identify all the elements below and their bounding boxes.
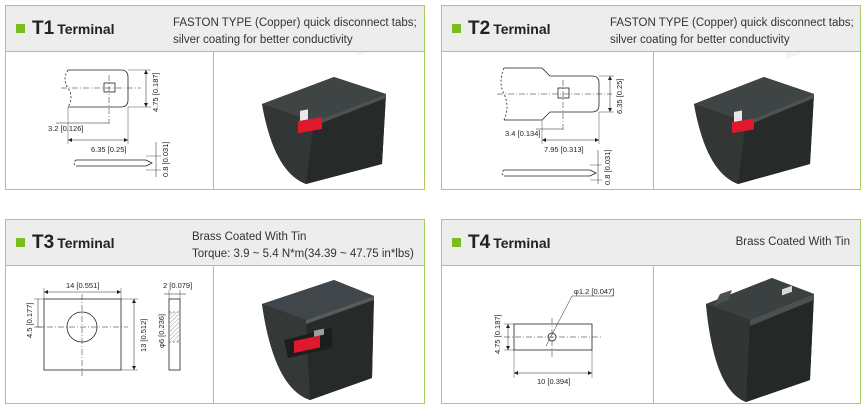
t2-dimension-drawing: 3.4 [0.134] 7.95 [0.313] 6.35 [0.25] 0.8…	[497, 67, 624, 185]
dim-tab-offset: 3.4 [0.134]	[505, 129, 540, 138]
dim-plate-width: 14 [0.551]	[66, 281, 99, 290]
bullet-square-icon	[16, 238, 25, 247]
dim-tab-height: 4.75 [0.187]	[151, 72, 160, 112]
column-divider	[213, 52, 214, 189]
dim-tab-offset: 3.2 [0.126]	[48, 124, 83, 133]
terminal-code: T1	[32, 18, 55, 39]
battery-render-t4	[706, 278, 814, 402]
t3-dimension-drawing: 14 [0.551] 4.5 [0.177] 13 [0.512] φ6 [0.…	[25, 281, 192, 376]
dim-hole-diameter: φ6 [0.236]	[157, 314, 166, 348]
description-line-1: FASTON TYPE (Copper) quick disconnect ta…	[610, 17, 854, 29]
terminal-label: Terminal	[493, 21, 551, 37]
terminal-description: Brass Coated With Tin	[736, 234, 850, 251]
terminal-description: FASTON TYPE (Copper) quick disconnect ta…	[610, 15, 854, 49]
description-line-2: silver coating for better conductivity	[173, 34, 353, 46]
dim-tab-width: 7.95 [0.313]	[544, 145, 584, 154]
terminal-label: Terminal	[57, 21, 115, 37]
column-divider	[213, 266, 214, 403]
dim-tab-thickness: 0.8 [0.031]	[161, 142, 170, 177]
dim-plate-thickness: 2 [0.079]	[163, 281, 192, 290]
column-divider	[653, 52, 654, 189]
terminal-code: T4	[468, 232, 491, 253]
bullet-square-icon	[452, 238, 461, 247]
column-divider	[653, 266, 654, 403]
description-line-1: Brass Coated With Tin	[192, 231, 307, 243]
card-body: 3.4 [0.134] 7.95 [0.313] 6.35 [0.25] 0.8…	[442, 51, 860, 189]
description-line-1: Brass Coated With Tin	[735, 236, 850, 248]
card-body: 14 [0.551] 4.5 [0.177] 13 [0.512] φ6 [0.…	[6, 265, 424, 403]
bullet-square-icon	[452, 24, 461, 33]
dim-tab-width: 6.35 [0.25]	[91, 145, 126, 154]
description-line-2: silver coating for better conductivity	[610, 34, 790, 46]
dim-hole-diameter: φ1.2 [0.047]	[574, 287, 614, 296]
dim-terminal-height: 4.75 [0.187]	[493, 314, 502, 354]
terminal-description: Brass Coated With Tin Torque: 3.9 ~ 5.4 …	[192, 229, 414, 263]
dim-tab-height: 6.35 [0.25]	[615, 79, 624, 114]
terminal-code: T3	[32, 232, 55, 253]
card-body: φ1.2 [0.047] 4.75 [0.187] 10 [0.394]	[442, 265, 860, 403]
bullet-square-icon	[16, 24, 25, 33]
battery-render-t1	[262, 52, 386, 184]
battery-render-t3	[262, 280, 374, 400]
t4-dimension-drawing: φ1.2 [0.047] 4.75 [0.187] 10 [0.394]	[493, 287, 614, 386]
terminal-label: Terminal	[57, 235, 115, 251]
terminal-label: Terminal	[493, 235, 551, 251]
t1-dimension-drawing: 3.2 [0.126] 6.35 [0.25] 4.75 [0.187] 0.8…	[48, 69, 170, 177]
terminal-code: T2	[468, 18, 491, 39]
description-line-2: Torque: 3.9 ~ 5.4 N*m(34.39 ~ 47.75 in*l…	[192, 248, 414, 260]
dim-plate-height: 13 [0.512]	[139, 319, 148, 352]
battery-render-t2	[694, 52, 814, 184]
dim-terminal-width: 10 [0.394]	[537, 377, 570, 386]
dim-hole-offset: 4.5 [0.177]	[25, 303, 34, 338]
terminal-description: FASTON TYPE (Copper) quick disconnect ta…	[173, 15, 417, 49]
dim-tab-thickness: 0.8 [0.031]	[603, 150, 612, 185]
card-body: 3.2 [0.126] 6.35 [0.25] 4.75 [0.187] 0.8…	[6, 51, 424, 189]
description-line-1: FASTON TYPE (Copper) quick disconnect ta…	[173, 17, 417, 29]
